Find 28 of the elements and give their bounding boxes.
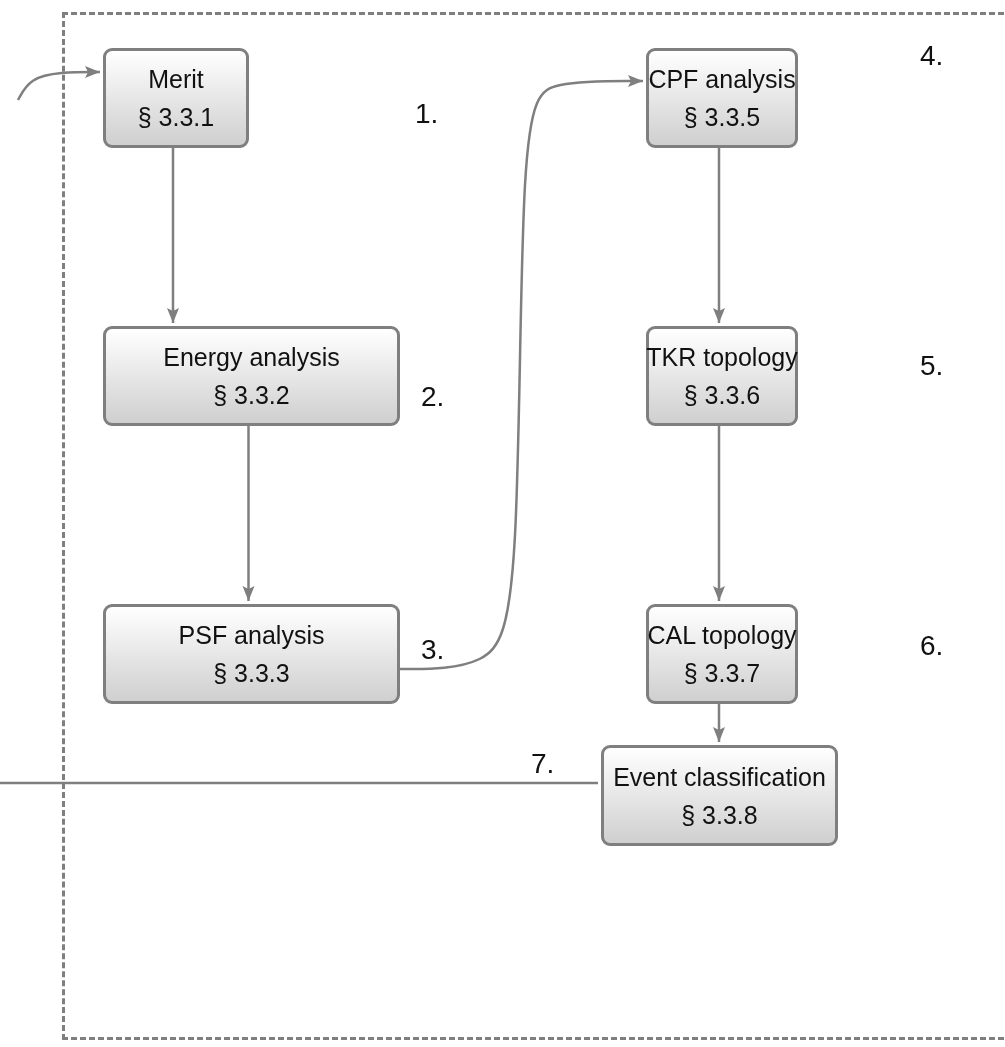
section-reference: § 3.3.6 [683,380,761,411]
step-number: 1. [415,98,439,130]
connector-line [0,781,598,785]
step-number: 5. [920,350,944,382]
step-number: 7. [531,748,555,780]
box-title: Merit [148,64,204,95]
process-box [646,48,798,148]
box-title: PSF analysis [178,620,325,651]
section-reference: § 3.3.2 [213,380,290,411]
process-box [646,604,798,704]
box-title: TKR topology [646,342,798,373]
box-title: CAL topology [647,620,797,651]
step-number: 6. [920,630,944,662]
section-reference: § 3.3.8 [681,799,758,831]
section-reference: § 3.3.1 [137,102,215,133]
step-number: 2. [421,381,445,413]
step-number: 3. [421,634,445,666]
box-title: CPF analysis [648,64,796,95]
step-number: 4. [920,40,944,72]
process-box [646,326,798,426]
box-title: Event classification [613,761,826,793]
box-title: Energy analysis [163,342,340,373]
section-reference: § 3.3.3 [213,658,290,689]
arrow [16,66,100,101]
process-box [103,48,249,148]
dashed-frame [62,12,1005,1040]
section-reference: § 3.3.5 [683,102,761,133]
section-reference: § 3.3.7 [683,658,761,689]
